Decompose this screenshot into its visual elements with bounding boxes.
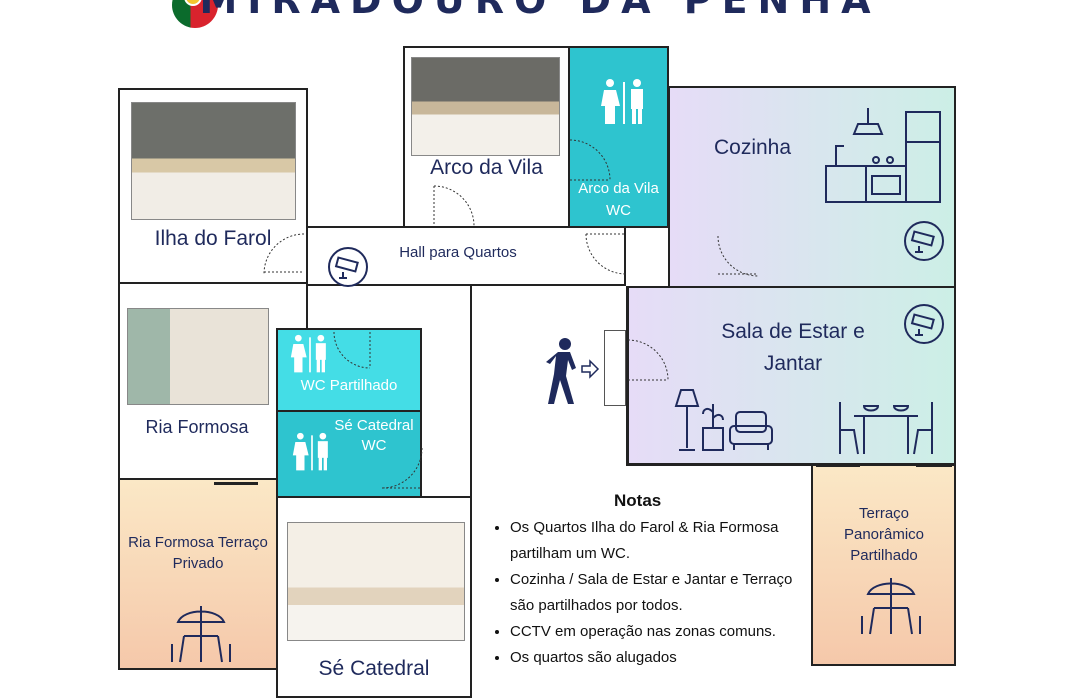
label-arco-da-vila: Arco da Vila: [430, 156, 543, 179]
page-title: MIRADOURO DA PENHA: [199, 0, 881, 22]
label-arco-da-vila-wc: Arco da Vila WC: [578, 180, 659, 219]
door-swing: [585, 233, 627, 275]
notes-list: Os Quartos Ilha do Farol & Ria Formosa p…: [492, 515, 800, 671]
toilet-icon: [290, 334, 326, 373]
door-swing: [627, 339, 669, 381]
door-line: [816, 464, 860, 467]
toilet-icon: [292, 432, 328, 471]
note-item: CCTV em operação nas zonas comuns.: [510, 619, 800, 645]
label-cozinha: Cozinha: [713, 136, 792, 159]
label-se-catedral-wc: Sé Catedral WC: [334, 417, 414, 454]
cctv-icon: [904, 304, 944, 344]
dining-table-icon: [839, 402, 933, 455]
photo-arco-da-vila: [411, 57, 560, 156]
label-ilha-do-farol: Ilha do Farol: [154, 227, 272, 250]
door-swing: [381, 447, 423, 489]
room-sala: [626, 286, 956, 466]
label-sala: Sala de Estar e Jantar: [721, 320, 865, 375]
label-terraco-panoramico: Terraço Panorâmico Partilhado: [843, 505, 925, 564]
kitchen-icon: [825, 108, 941, 203]
door-line: [916, 464, 952, 467]
door-swing: [717, 235, 759, 277]
notes-title: Notas: [614, 491, 662, 510]
note-item: Os Quartos Ilha do Farol & Ria Formosa p…: [510, 515, 800, 567]
label-wc-partilhado: WC Partilhado: [300, 377, 398, 394]
door-swing: [569, 139, 611, 181]
cctv-icon: [328, 247, 368, 287]
door-swing: [433, 185, 475, 227]
label-ria-formosa: Ria Formosa: [145, 417, 249, 437]
note-item: Cozinha / Sala de Estar e Jantar e Terra…: [510, 567, 800, 619]
toilet-icon: [601, 79, 643, 124]
label-hall: Hall para Quartos: [399, 244, 517, 261]
photo-ria-formosa: [127, 308, 269, 405]
plant-icon: [702, 404, 724, 451]
door-swing: [263, 233, 305, 275]
door-line: [214, 482, 258, 485]
cctv-icon: [904, 221, 944, 261]
parasol-table-icon: [171, 606, 231, 663]
room-terraco-panoramico: [811, 464, 956, 666]
note-item: Os quartos são alugados: [510, 645, 800, 671]
label-ria-formosa-terraco: Ria Formosa Terraço Privado: [128, 534, 268, 572]
photo-ilha-do-farol: [131, 102, 296, 220]
armchair-icon: [729, 411, 773, 450]
entrance-panel: [604, 330, 626, 406]
label-se-catedral: Sé Catedral: [318, 657, 430, 680]
photo-se-catedral: [287, 522, 465, 641]
walking-person-icon: [546, 338, 600, 404]
parasol-table-icon: [861, 578, 921, 635]
door-swing: [333, 331, 371, 369]
lamp-icon: [674, 389, 700, 451]
